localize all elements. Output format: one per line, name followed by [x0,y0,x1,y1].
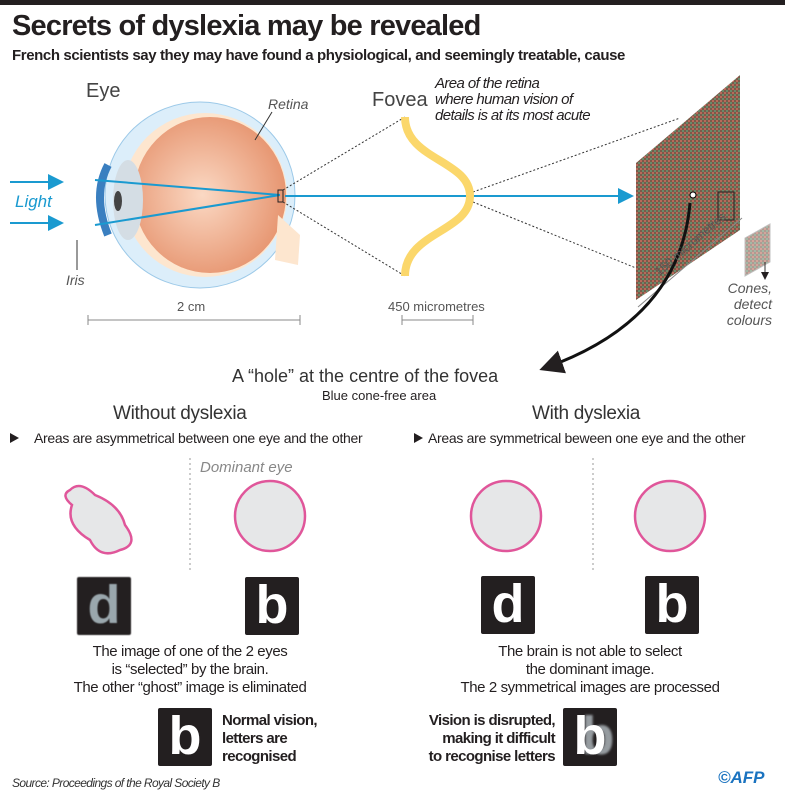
page-subtitle: French scientists say they may have foun… [12,47,625,64]
letter-b: b [645,576,699,634]
cone-mosaic [636,75,740,300]
hole-label: A “hole” at the centre of the fovea [232,366,499,386]
retina-label: Retina [268,96,309,112]
source-note: Source: Proceedings of the Royal Society… [12,776,220,790]
without-dyslexia-heading: Without dyslexia [113,403,247,424]
result-text-line: recognised [222,748,297,765]
page-title: Secrets of dyslexia may be revealed [12,10,481,42]
result-text-line: Vision is disrupted, [428,712,556,729]
without-dyslexia-bullet: Areas are asymmetrical between one eye a… [34,430,363,446]
light-rays [10,174,634,231]
iris-label: Iris [66,272,85,288]
without-explanation: The image of one of the 2 eyes is “selec… [40,643,340,697]
explanation-line: The 2 symmetrical images are processed [460,679,720,696]
with-dyslexia-heading: With dyslexia [532,403,641,424]
explanation-line: The brain is not able to select [498,643,682,660]
fovea-description-line: Area of the retina [435,75,540,92]
fovea-scale-label: 450 micrometres [388,299,485,314]
result-text-line: making it difficult [442,730,555,747]
dominant-eye-label: Dominant eye [200,459,293,476]
top-bar [0,0,785,5]
eye-illustration [96,101,300,289]
fovea-description-line: where human vision of [435,91,573,108]
result-letter-disrupted: b [563,708,617,766]
fovea-label: Fovea [372,89,428,111]
symmetrical-area-left [469,479,543,553]
normal-vision-text: Normal vision, letters are recognised [222,712,318,766]
explanation-line: The other “ghost” image is eliminated [73,679,307,696]
symmetrical-area-right [633,479,707,553]
afp-logo: ©AFP [718,768,765,787]
result-text-line: to recognise letters [428,748,556,765]
asymmetrical-area-left [64,484,133,555]
area-dominant-eye [233,479,307,553]
result-text-line: letters are [222,730,288,747]
light-label: Light [15,192,52,211]
eye-label: Eye [86,80,121,102]
fovea-description-line: details is at its most acute [435,107,591,124]
hole-sublabel: Blue cone-free area [322,388,437,403]
fovea-curve [401,116,475,277]
eye-scale-label: 2 cm [177,299,206,314]
explanation-line: the dominant image. [525,661,655,678]
cones-label-line: colours [726,312,772,328]
explanation-line: The image of one of the 2 eyes [92,643,288,660]
ghost-letter-d: d [77,577,131,635]
disrupted-vision-text: Vision is disrupted, making it difficult… [395,712,556,766]
with-explanation: The brain is not able to select the domi… [440,643,740,697]
cones-label-line: detect [733,296,772,312]
letter-d: d [481,576,535,634]
with-dyslexia-bullet: Areas are symmetrical beween one eye and… [428,430,746,446]
retina-pointer [254,111,273,141]
letter-b: b [245,577,299,635]
fovea-description: Area of the retina where human vision of… [435,75,591,124]
result-letter-normal: b [158,708,212,766]
cones-label-line: Cones, [727,280,772,296]
cones-label: Cones, detect colours [718,280,772,328]
explanation-line: is “selected” by the brain. [111,661,269,678]
result-text-line: Normal vision, [222,712,318,729]
